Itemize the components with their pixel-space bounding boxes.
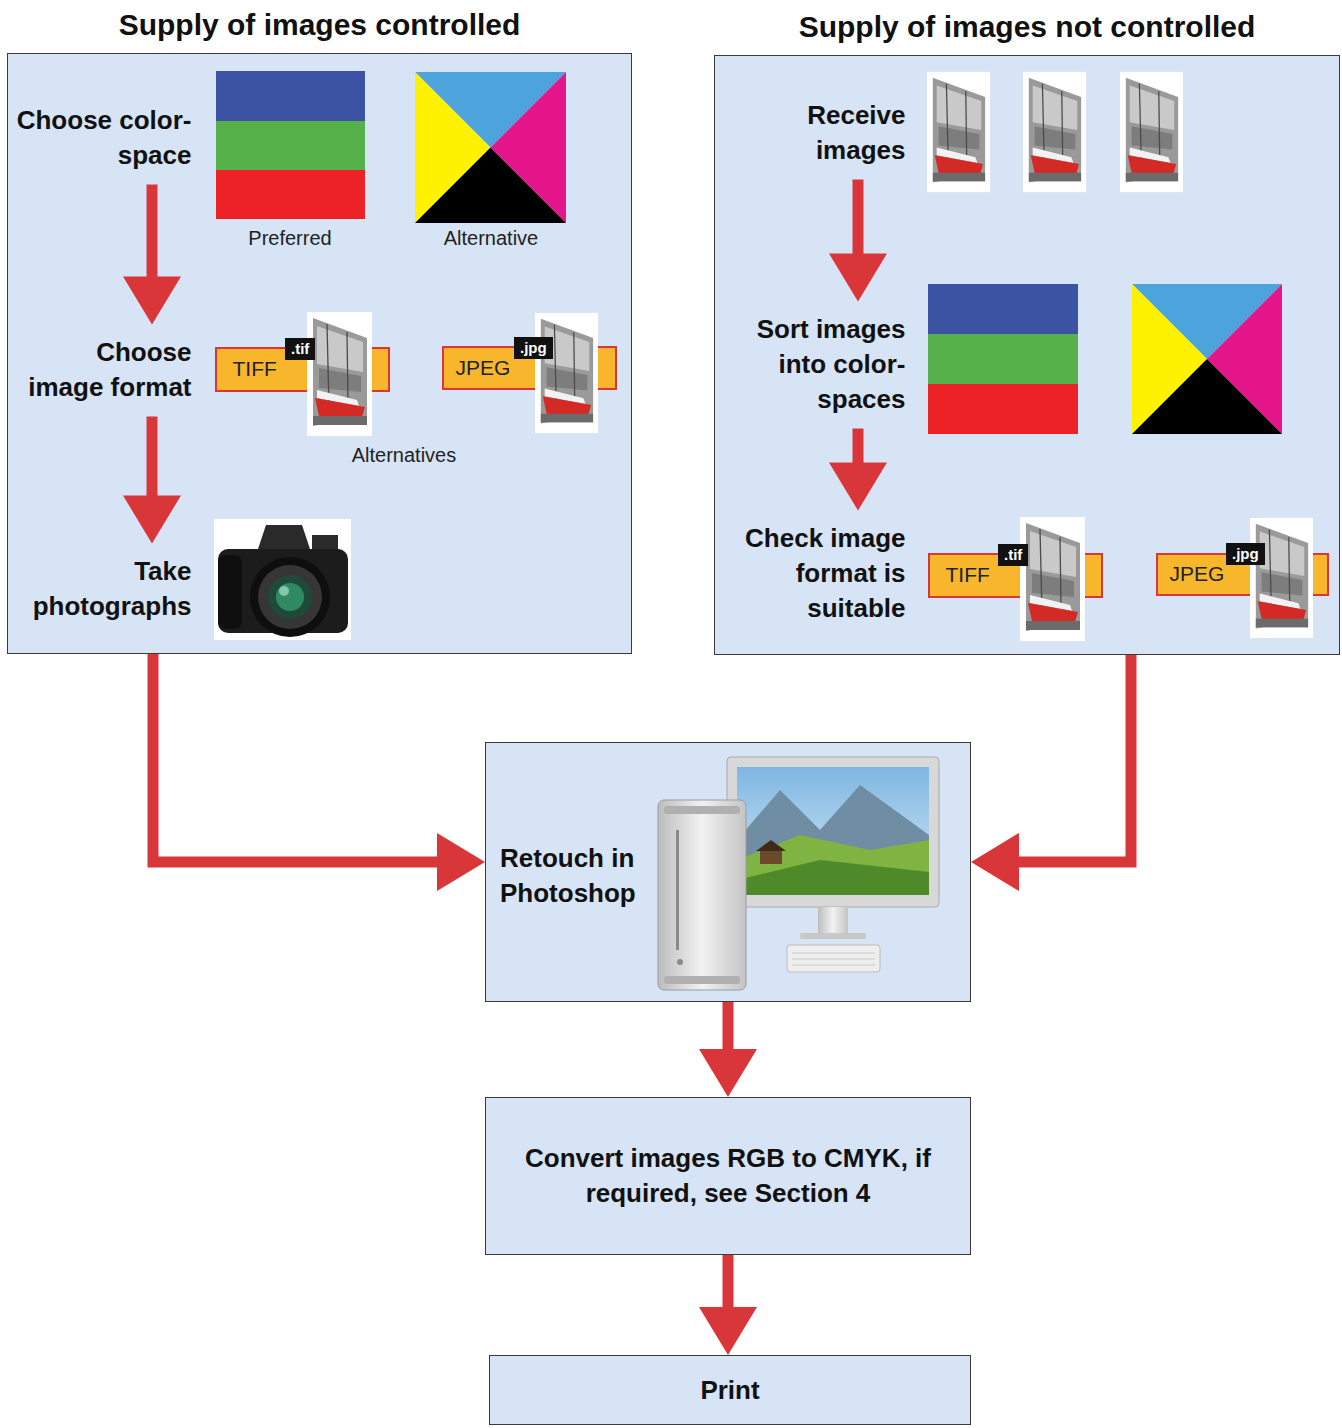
node-text: TIFF [233, 357, 277, 381]
connector-line [853, 429, 864, 465]
node-text: Retouch in Photoshop [500, 841, 650, 911]
node-text: Check image format is suitable [731, 521, 906, 626]
swatch-caption: Alternative [391, 226, 591, 250]
flow-arrow [123, 417, 181, 544]
file-extension-tag-holder: .jpg [1226, 543, 1265, 565]
arrow-head [699, 1307, 757, 1355]
arrow-head [123, 277, 181, 325]
flow-arrow [971, 655, 1131, 891]
camera-icon [214, 519, 351, 640]
node-text: Sort images into color-spaces [731, 312, 906, 417]
connector-line [723, 1002, 734, 1051]
rgb-swatch [928, 284, 1078, 434]
cmyk-swatch [415, 72, 566, 223]
format-caption: Alternatives [304, 443, 504, 467]
flow-arrow [829, 180, 887, 302]
section-heading: Supply of images controlled [8, 7, 631, 43]
arrow-head [437, 833, 485, 891]
file-extension-tag: .tif [998, 544, 1028, 566]
format-caption-holder: Alternatives [304, 443, 504, 467]
file-extension-tag: .jpg [514, 337, 553, 359]
node-text: Receive images [731, 98, 906, 168]
flow-arrow [699, 1255, 757, 1355]
cmyk-swatch [1132, 284, 1282, 434]
node-text: Convert images RGB to CMYK, if required,… [523, 1141, 933, 1211]
step-label: Sort images into color-spaces [731, 312, 906, 417]
flow-arrow [123, 185, 181, 325]
process-box: Retouch in Photoshop [485, 742, 971, 1002]
arrow-head [699, 1049, 757, 1097]
section-heading: Supply of images not controlled [715, 9, 1339, 45]
arrow-head [971, 833, 1019, 891]
step-label: Choose image format [17, 335, 192, 405]
arrow-head [123, 496, 181, 544]
arrow-head [829, 463, 887, 511]
process-box: Print [489, 1355, 971, 1425]
file-extension-tag-holder: .jpg [514, 337, 553, 359]
swatch-caption-holder: Preferred [190, 226, 390, 250]
node-text: Take photographs [17, 554, 192, 624]
step-label: Choose color-space [17, 103, 192, 173]
connector-line [147, 417, 158, 498]
flow-arrow [699, 1002, 757, 1097]
flow-arrow [829, 429, 887, 511]
photo-thumbnail [307, 72, 1313, 641]
step-label: Take photographs [17, 554, 192, 624]
connector-line [723, 1255, 734, 1309]
swatch-caption-holder: Alternative [391, 226, 591, 250]
node-text: TIFF [946, 563, 990, 587]
node-text: Choose image format [17, 335, 192, 405]
connector-line [853, 180, 864, 256]
flow-arrow [153, 654, 485, 891]
node-text: JPEG [1170, 562, 1225, 586]
file-extension-tag: .tif [285, 338, 315, 360]
node-text: Print [700, 1374, 759, 1406]
rgb-swatch [216, 71, 365, 219]
step-label: Receive images [731, 98, 906, 168]
step-label: Check image format is suitable [731, 521, 906, 626]
connector-line [147, 185, 158, 279]
computer-icon [658, 757, 939, 990]
process-box: Convert images RGB to CMYK, if required,… [485, 1097, 971, 1255]
file-extension-tag-holder: .tif [285, 338, 315, 360]
connector-line [1017, 655, 1131, 862]
node-text: JPEG [456, 356, 511, 380]
arrow-head [829, 254, 887, 302]
node-text: Choose color-space [17, 103, 192, 173]
file-extension-tag-holder: .tif [998, 544, 1028, 566]
file-extension-tag: .jpg [1226, 543, 1265, 565]
connector-line [153, 654, 439, 862]
swatch-caption: Preferred [190, 226, 390, 250]
